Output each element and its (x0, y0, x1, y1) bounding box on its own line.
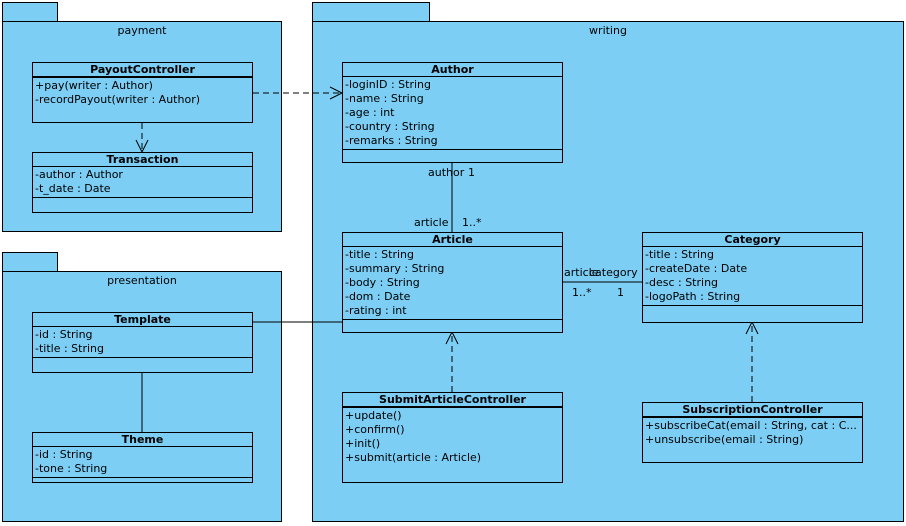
attribute: -rating : int (345, 304, 407, 317)
attributes-compartment: -author : Author -t_date : Date (33, 167, 252, 198)
operation: +confirm() (345, 423, 405, 436)
operation: -recordPayout(writer : Author) (35, 93, 201, 106)
attributes-compartment: -loginID : String -name : String -age : … (343, 77, 562, 150)
class-name: Template (33, 313, 252, 327)
attribute: -dom : Date (345, 290, 411, 303)
attributes-compartment: -title : String -createDate : Date -desc… (643, 247, 862, 306)
package-payment-name: payment (117, 24, 167, 37)
role-article-right: article (564, 266, 599, 279)
attribute: -id : String (35, 448, 93, 461)
attribute: -author : Author (35, 168, 123, 181)
package-presentation-name: presentation (107, 274, 177, 287)
class-article[interactable]: Article -title : String -summary : Strin… (342, 232, 563, 333)
attribute: -remarks : String (345, 134, 438, 147)
class-name: SubscriptionController (643, 403, 862, 417)
role-author: author (428, 166, 465, 179)
attribute: -createDate : Date (645, 262, 748, 275)
class-theme[interactable]: Theme -id : String -tone : String (32, 432, 253, 483)
operations-compartment (33, 358, 252, 360)
class-name: Article (343, 233, 562, 247)
class-subscription-controller[interactable]: SubscriptionController +subscribeCat(ema… (642, 402, 863, 463)
attributes-compartment (643, 417, 862, 418)
attribute: -loginID : String (345, 78, 432, 91)
attribute: -title : String (345, 248, 415, 261)
class-transaction[interactable]: Transaction -author : Author -t_date : D… (32, 152, 253, 213)
class-category[interactable]: Category -title : String -createDate : D… (642, 232, 863, 323)
operations-compartment (33, 478, 252, 480)
operations-compartment: +subscribeCat(email : String, cat : C...… (643, 418, 862, 448)
operation: +submit(article : Article) (345, 451, 482, 464)
class-name: SubmitArticleController (343, 393, 562, 407)
operations-compartment: +update() +confirm() +init() +submit(art… (343, 408, 562, 466)
class-submit-article-controller[interactable]: SubmitArticleController +update() +confi… (342, 392, 563, 483)
mult-article-right: 1..* (572, 286, 592, 299)
class-author[interactable]: Author -loginID : String -name : String … (342, 62, 563, 163)
operations-compartment (643, 306, 862, 308)
attribute: -logoPath : String (645, 290, 741, 303)
attribute: -id : String (35, 328, 93, 341)
role-category: category (589, 266, 638, 279)
class-name: Category (643, 233, 862, 247)
attribute: -name : String (345, 92, 424, 105)
operation: +update() (345, 409, 402, 422)
attribute: -summary : String (345, 262, 445, 275)
attribute: -title : String (35, 342, 105, 355)
attributes-compartment (33, 77, 252, 78)
attribute: -title : String (645, 248, 715, 261)
attribute: -tone : String (35, 462, 108, 475)
operation: +pay(writer : Author) (35, 79, 153, 92)
operation: +init() (345, 437, 381, 450)
class-name: Transaction (33, 153, 252, 167)
package-writing-name: writing (589, 24, 627, 37)
operations-compartment: +pay(writer : Author) -recordPayout(writ… (33, 78, 252, 108)
attributes-compartment (343, 407, 562, 408)
mult-author: 1 (468, 166, 475, 179)
operations-compartment (33, 198, 252, 200)
attribute: -desc : String (645, 276, 719, 289)
mult-category: 1 (617, 286, 624, 299)
operation: +subscribeCat(email : String, cat : C... (645, 419, 857, 432)
operation: +unsubscribe(email : String) (645, 433, 804, 446)
attributes-compartment: -id : String -title : String (33, 327, 252, 358)
operations-compartment (343, 320, 562, 322)
attribute: -t_date : Date (35, 182, 111, 195)
class-name: PayoutController (33, 63, 252, 77)
class-payout-controller[interactable]: PayoutController +pay(writer : Author) -… (32, 62, 253, 123)
attribute: -age : int (345, 106, 395, 119)
class-template[interactable]: Template -id : String -title : String (32, 312, 253, 373)
class-name: Author (343, 63, 562, 77)
attribute: -body : String (345, 276, 420, 289)
class-name: Theme (33, 433, 252, 447)
attribute: -country : String (345, 120, 435, 133)
operations-compartment (343, 150, 562, 152)
attributes-compartment: -id : String -tone : String (33, 447, 252, 478)
role-article-top: article (414, 216, 449, 229)
attributes-compartment: -title : String -summary : String -body … (343, 247, 562, 320)
mult-article-top: 1..* (462, 216, 482, 229)
